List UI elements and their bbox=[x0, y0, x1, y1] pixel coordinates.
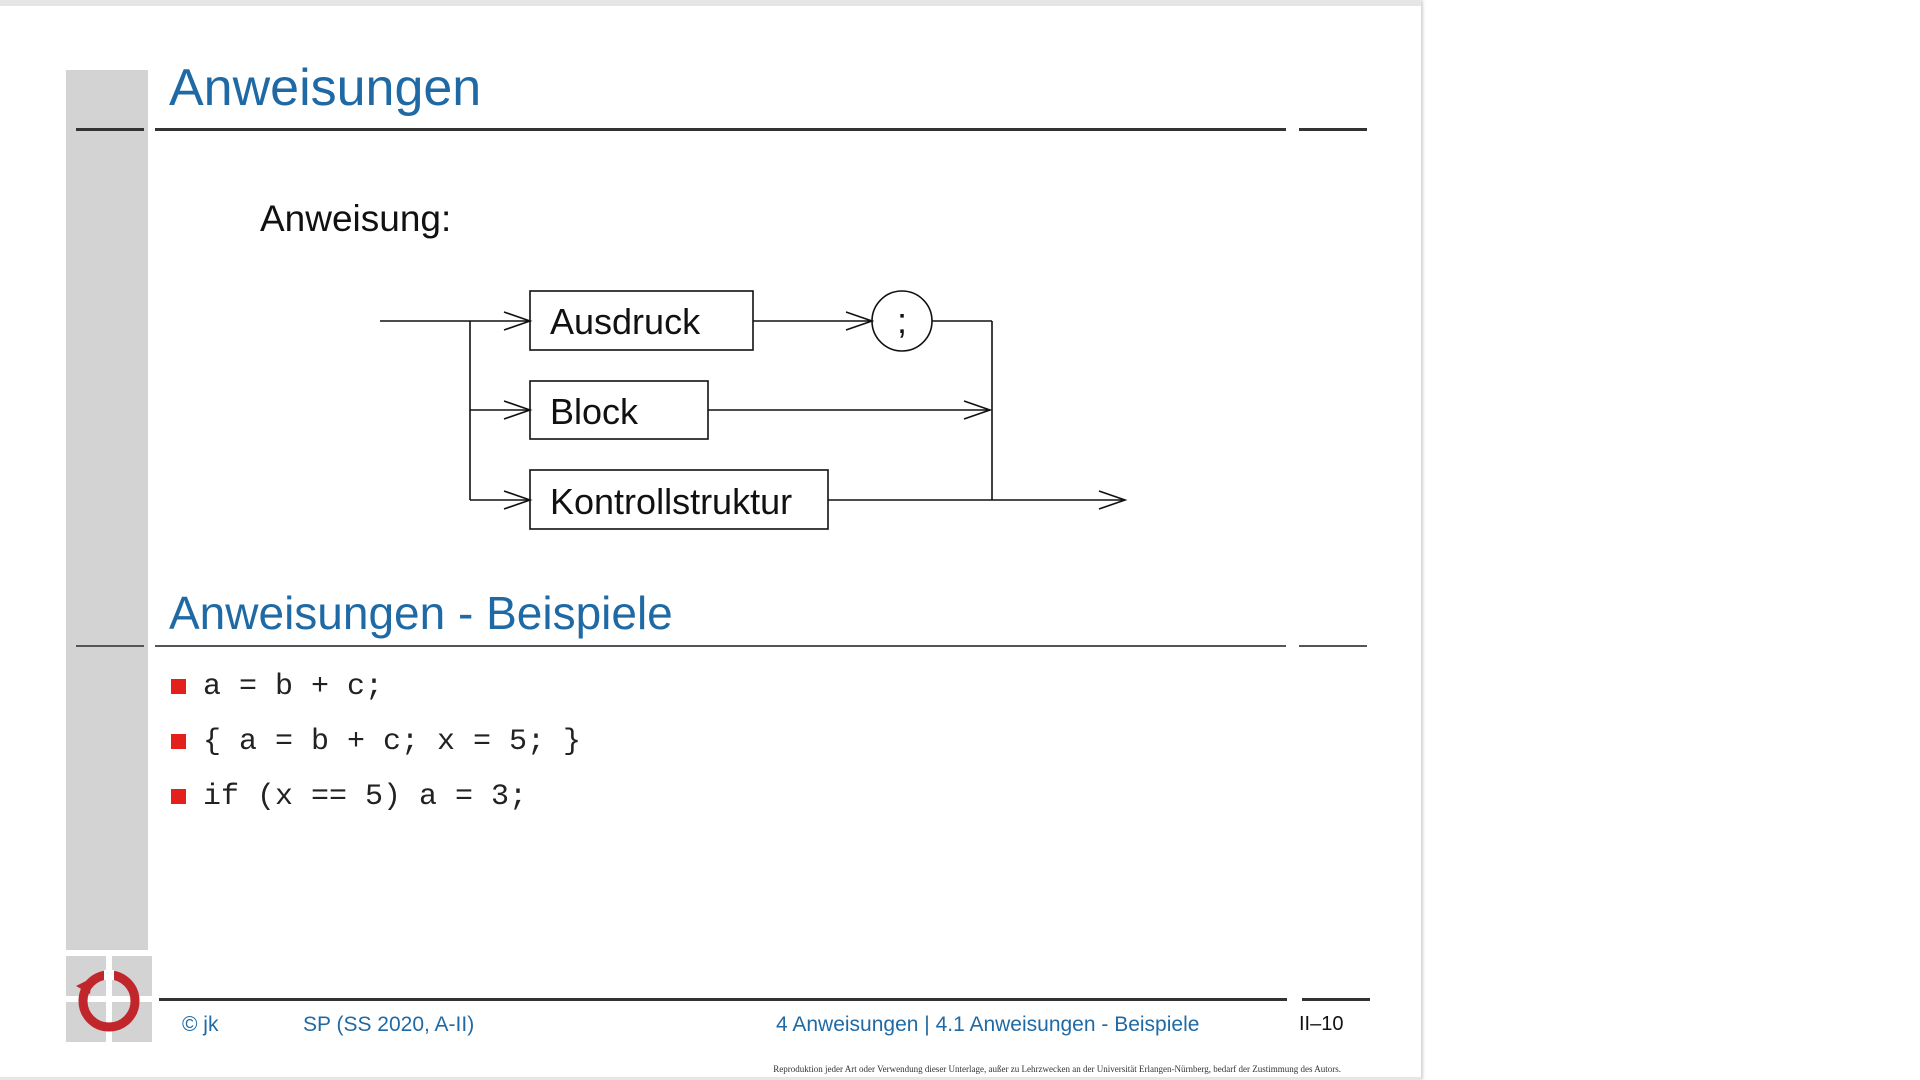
footer-chapter: 4 Anweisungen | 4.1 Anweisungen - Beispi… bbox=[776, 1013, 1200, 1036]
footer-author: © jk bbox=[182, 1013, 219, 1036]
square-bullet-icon bbox=[171, 679, 186, 694]
arrowhead-exit bbox=[1098, 490, 1128, 510]
box-kontroll-label: Kontrollstruktur bbox=[550, 481, 792, 522]
example-line: if (x == 5) a = 3; bbox=[203, 780, 528, 814]
title-rule-left bbox=[76, 128, 144, 131]
example-line: a = b + c; bbox=[203, 670, 384, 704]
page-bottom-edge bbox=[0, 1077, 1421, 1080]
section-title: Anweisungen - Beispiele bbox=[169, 587, 673, 639]
footer-rule-right bbox=[1302, 998, 1370, 1001]
box-ausdruck-label: Ausdruck bbox=[550, 301, 701, 342]
page-top-edge bbox=[0, 0, 1421, 6]
terminal-label: ; bbox=[897, 300, 907, 341]
section-rule-right bbox=[1299, 645, 1367, 647]
title-rule-right bbox=[1299, 128, 1367, 131]
diagram-label: Anweisung: bbox=[260, 198, 452, 239]
left-sidebar-bar bbox=[66, 70, 148, 950]
example-line: { a = b + c; x = 5; } bbox=[203, 725, 582, 759]
title-rule-main bbox=[155, 128, 1286, 131]
syntax-diagram: Ausdruck Block Kontrollstruktur ; bbox=[380, 290, 1128, 530]
slide-page: Anweisungen Anweisung: bbox=[0, 0, 1421, 1080]
copyright-notice: Reproduktion jeder Art oder Verwendung d… bbox=[773, 1064, 1341, 1074]
page-number: II–10 bbox=[1299, 1013, 1344, 1035]
slide-title: Anweisungen bbox=[169, 59, 482, 117]
box-block-label: Block bbox=[550, 391, 639, 432]
university-logo-icon bbox=[66, 956, 152, 1042]
square-bullet-icon bbox=[171, 789, 186, 804]
section-rule-left bbox=[76, 645, 144, 647]
square-bullet-icon bbox=[171, 734, 186, 749]
footer-rule-main bbox=[159, 998, 1287, 1001]
footer-course: SP (SS 2020, A-II) bbox=[303, 1013, 475, 1036]
arrowhead-block-merge bbox=[963, 400, 993, 420]
section-rule-main bbox=[155, 645, 1286, 647]
